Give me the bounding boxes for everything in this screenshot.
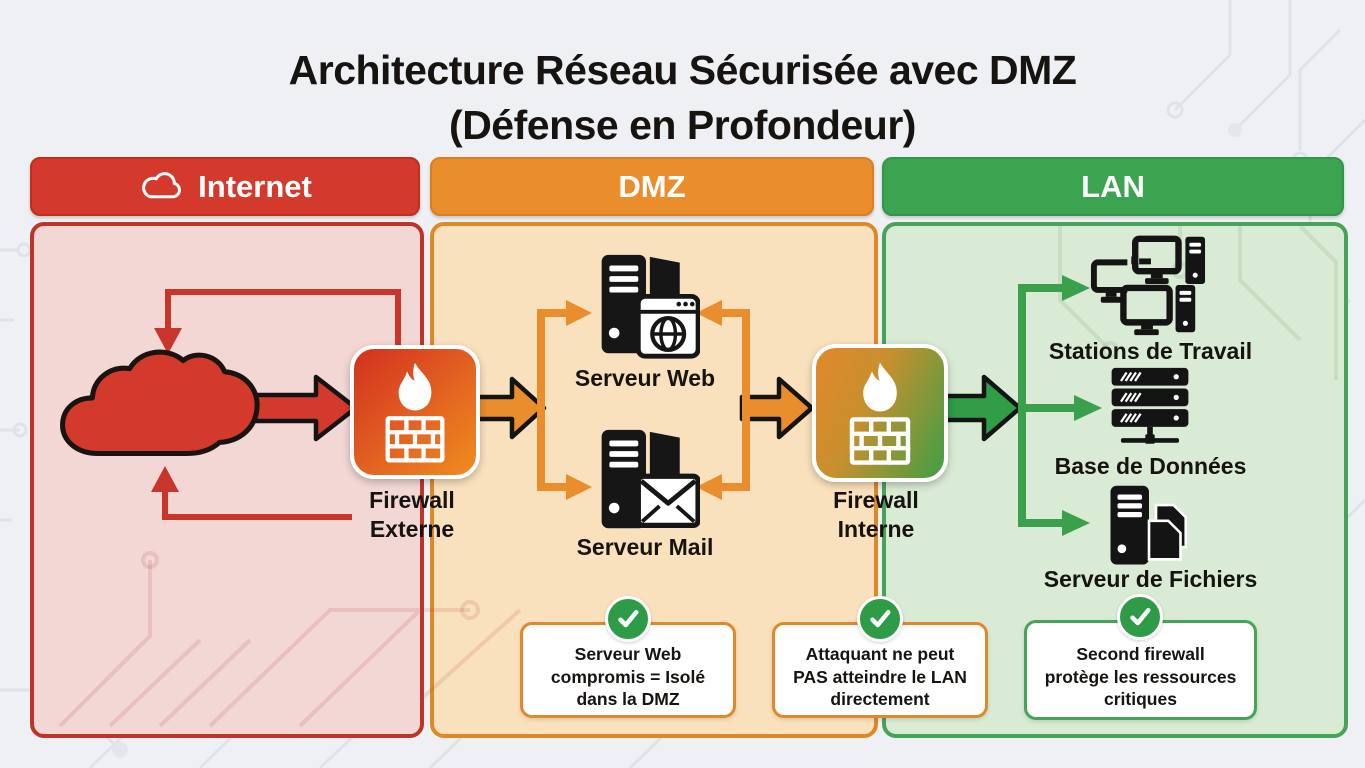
firewall-externe-label: Firewall Externe (369, 487, 455, 542)
callout-line: directement (830, 689, 930, 710)
firewall-interne-label: Firewall Interne (833, 487, 919, 542)
mail-server-icon (601, 429, 700, 529)
page-title-line1: Architecture Réseau Sécurisée avec DMZ (288, 47, 1077, 94)
check-icon (857, 596, 903, 642)
serveur-fichiers-label: Serveur de Fichiers (1043, 566, 1258, 592)
callout-line: protège les ressources (1044, 666, 1237, 687)
serveur-mail-label: Serveur Mail (576, 534, 714, 560)
callout-line: Attaquant ne peut (805, 643, 955, 664)
lan-zone-label: LAN (1081, 168, 1145, 204)
internet-zone (30, 222, 424, 738)
file-server-icon (1110, 485, 1188, 565)
serveur-web-label: Serveur Web (574, 365, 716, 391)
lan-zone-header: LAN (882, 157, 1344, 216)
page-title: Architecture Réseau Sécurisée avec DMZ (… (0, 43, 1365, 151)
callout-line: PAS atteindre le LAN (793, 666, 967, 687)
callout-line: Serveur Web (574, 643, 682, 664)
internet-zone-header: Internet (30, 157, 420, 216)
internet-zone-label: Internet (198, 168, 312, 204)
internet-cloud-icon (60, 349, 260, 456)
workstations-icon (1090, 235, 1206, 336)
base-donnees-label: Base de Données (1054, 453, 1247, 479)
callout-lan-protection: Attaquant ne peut PAS atteindre le LAN d… (772, 622, 988, 718)
page-title-line2: (Défense en Profondeur) (449, 101, 916, 148)
firewall-externe-node (350, 345, 480, 479)
stations-travail-label: Stations de Travail (1048, 338, 1253, 364)
dmz-zone-header: DMZ (430, 157, 874, 216)
firewall-icon (849, 362, 911, 465)
database-icon (1111, 367, 1189, 444)
cloud-icon (142, 171, 182, 198)
firewall-icon (385, 362, 445, 463)
check-icon (605, 596, 651, 642)
dmz-zone-label: DMZ (618, 168, 686, 204)
callout-line: Second firewall (1076, 643, 1205, 664)
web-server-icon (601, 254, 700, 359)
callout-line: compromis = Isolé (550, 666, 706, 687)
callout-line: dans la DMZ (576, 689, 680, 710)
firewall-interne-node (812, 344, 948, 482)
check-icon (1117, 594, 1163, 640)
callout-line: critiques (1104, 689, 1177, 710)
